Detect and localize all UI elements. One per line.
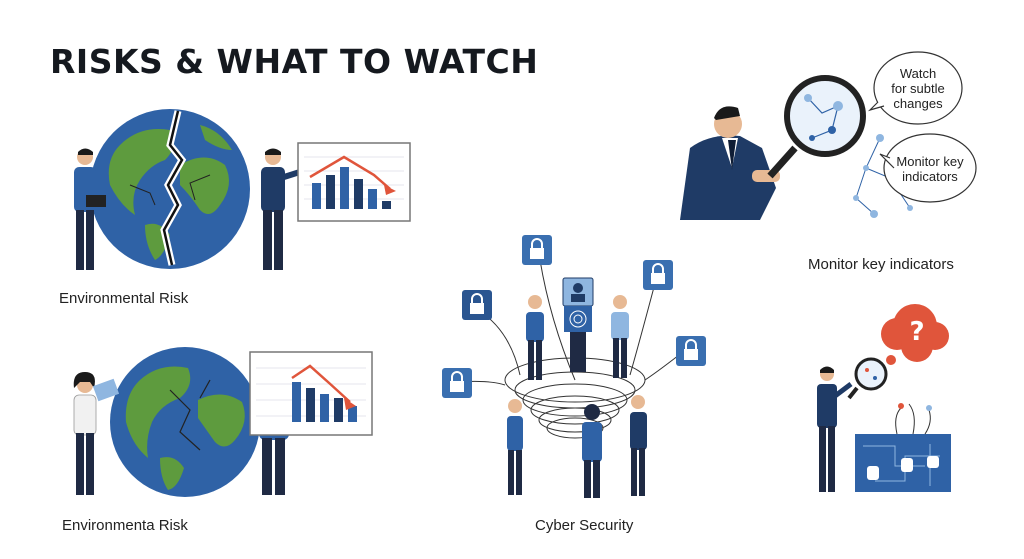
fingerprint-icon bbox=[564, 306, 592, 332]
padlock-icon bbox=[522, 235, 552, 265]
cracked-globe-icon bbox=[110, 347, 260, 497]
bubble-watch-line-3: changes bbox=[893, 96, 943, 111]
speech-bubble-watch: Watch for subtle changes bbox=[867, 51, 963, 125]
bubble-monitor-line-2: indicators bbox=[902, 169, 958, 184]
cyber-security-caption: Cyber Security bbox=[535, 517, 634, 534]
question-mark: ? bbox=[909, 317, 924, 347]
cyber-security-illustration bbox=[442, 235, 706, 498]
declining-chart-board bbox=[297, 142, 411, 222]
circuit-board-icon bbox=[855, 403, 951, 492]
bubble-watch-line-1: Watch bbox=[900, 66, 936, 81]
padlock-icon bbox=[676, 336, 706, 366]
magnifying-glass-icon bbox=[847, 357, 888, 400]
monitor-indicators-illustration: Watch for subtle changes Monitor key ind… bbox=[680, 51, 977, 220]
cracked-globe-icon bbox=[90, 109, 250, 269]
id-badge-icon bbox=[562, 277, 594, 307]
environmental-risk-caption-top: Environmental Risk bbox=[59, 290, 189, 307]
bubble-watch-line-2: for subtle bbox=[891, 81, 944, 96]
environmental-risk-illustration-bottom bbox=[73, 347, 373, 497]
environmental-risk-caption-bottom: Environmenta Risk bbox=[62, 517, 188, 534]
person-with-map bbox=[73, 372, 120, 495]
people-group bbox=[507, 295, 647, 498]
investigation-illustration: ? bbox=[817, 304, 951, 492]
magnifying-glass-icon bbox=[767, 75, 866, 179]
padlock-icon bbox=[442, 368, 472, 398]
person-with-magnifier bbox=[817, 366, 853, 492]
monitor-indicators-caption: Monitor key indicators bbox=[808, 256, 954, 273]
question-cloud-icon: ? bbox=[880, 304, 949, 373]
bubble-monitor-line-1: Monitor key bbox=[896, 154, 964, 169]
padlock-icon bbox=[462, 290, 492, 320]
environmental-risk-illustration-top bbox=[74, 109, 411, 270]
declining-chart-board bbox=[249, 351, 373, 436]
speech-bubble-monitor: Monitor key indicators bbox=[879, 133, 977, 203]
person-with-tablet bbox=[74, 148, 106, 270]
presenter-person bbox=[261, 148, 304, 270]
padlock-icon bbox=[643, 260, 673, 290]
page-title: RISKS & WHAT TO WATCH bbox=[50, 42, 539, 81]
businessman-with-magnifier bbox=[680, 106, 780, 220]
